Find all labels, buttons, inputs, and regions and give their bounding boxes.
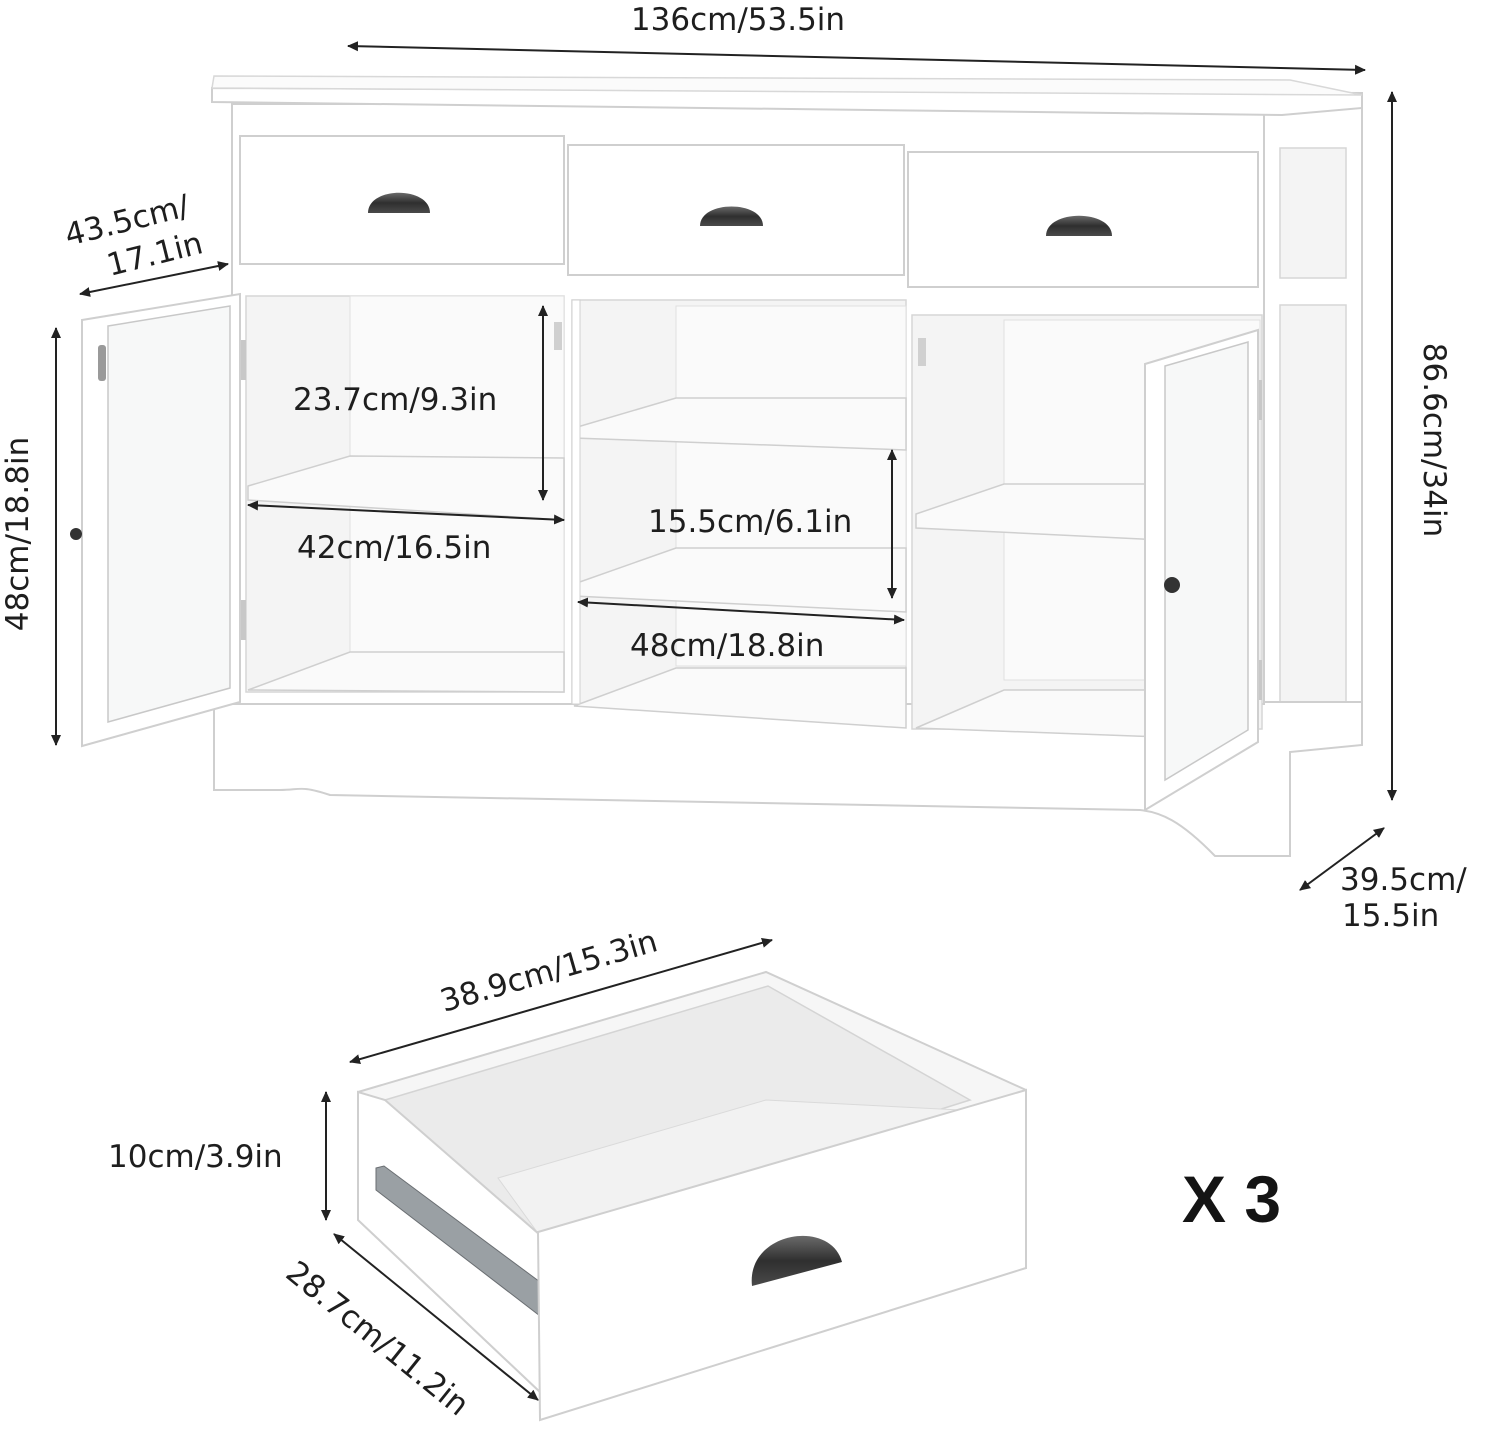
- knob-icon[interactable]: [70, 528, 82, 540]
- left-compartment: [245, 295, 565, 693]
- right-glass-door[interactable]: [1144, 328, 1259, 812]
- middle-compartment: [571, 299, 907, 729]
- left-compartment-width-arrow: [247, 500, 565, 525]
- depth-label: 39.5cm/: [1340, 862, 1467, 898]
- cabinet-top-surface: [211, 75, 1363, 96]
- left-compartment-width-label: 42cm/16.5in: [297, 530, 491, 566]
- cabinet-base: [213, 701, 1363, 857]
- drawer-depth-arrow: [333, 1233, 539, 1401]
- cup-handle-icon[interactable]: [751, 1235, 842, 1286]
- depth-label-inches: 15.5in: [1342, 898, 1439, 934]
- latch-icon: [98, 345, 106, 381]
- hinge-icon: [240, 340, 246, 380]
- side-panel-lower-inset: [1279, 304, 1347, 726]
- drawer-width-arrow: [349, 937, 773, 1065]
- left-glass-door[interactable]: [70, 292, 241, 748]
- height-label: 86.6cm/34in: [1416, 343, 1452, 537]
- side-panel-upper-inset: [1279, 147, 1347, 279]
- middle-bottom: [573, 667, 907, 729]
- hinge-icon: [918, 338, 926, 366]
- width-arrow: [347, 41, 1366, 75]
- single-drawer-illustration: [357, 970, 1027, 1422]
- left-compartment-height-label: 23.7cm/9.3in: [293, 382, 497, 418]
- hinge-icon: [240, 600, 246, 640]
- cup-handle-icon[interactable]: [368, 192, 430, 213]
- sideboard-cabinet: [70, 75, 1363, 857]
- middle-compartment-width-arrow: [577, 597, 905, 625]
- hinge-icon: [554, 322, 562, 350]
- side-width-arrow: [79, 261, 229, 297]
- door-height-label: 48cm/18.8in: [0, 437, 36, 631]
- left-bottom: [247, 651, 565, 693]
- cup-handle-icon[interactable]: [700, 206, 763, 227]
- top-drawer-row: [239, 135, 1259, 288]
- drawer-height-label: 10cm/3.9in: [108, 1139, 283, 1175]
- drawer-quantity-label: X 3: [1182, 1162, 1281, 1236]
- middle-compartment-width-label: 48cm/18.8in: [630, 628, 824, 664]
- knob-icon[interactable]: [1164, 577, 1180, 593]
- middle-compartment-height-label: 15.5cm/6.1in: [648, 504, 852, 540]
- depth-arrow: [1299, 827, 1385, 891]
- cup-handle-icon[interactable]: [1046, 215, 1112, 236]
- dimension-arrows: [51, 41, 1397, 1401]
- total-width-label: 136cm/53.5in: [631, 2, 845, 38]
